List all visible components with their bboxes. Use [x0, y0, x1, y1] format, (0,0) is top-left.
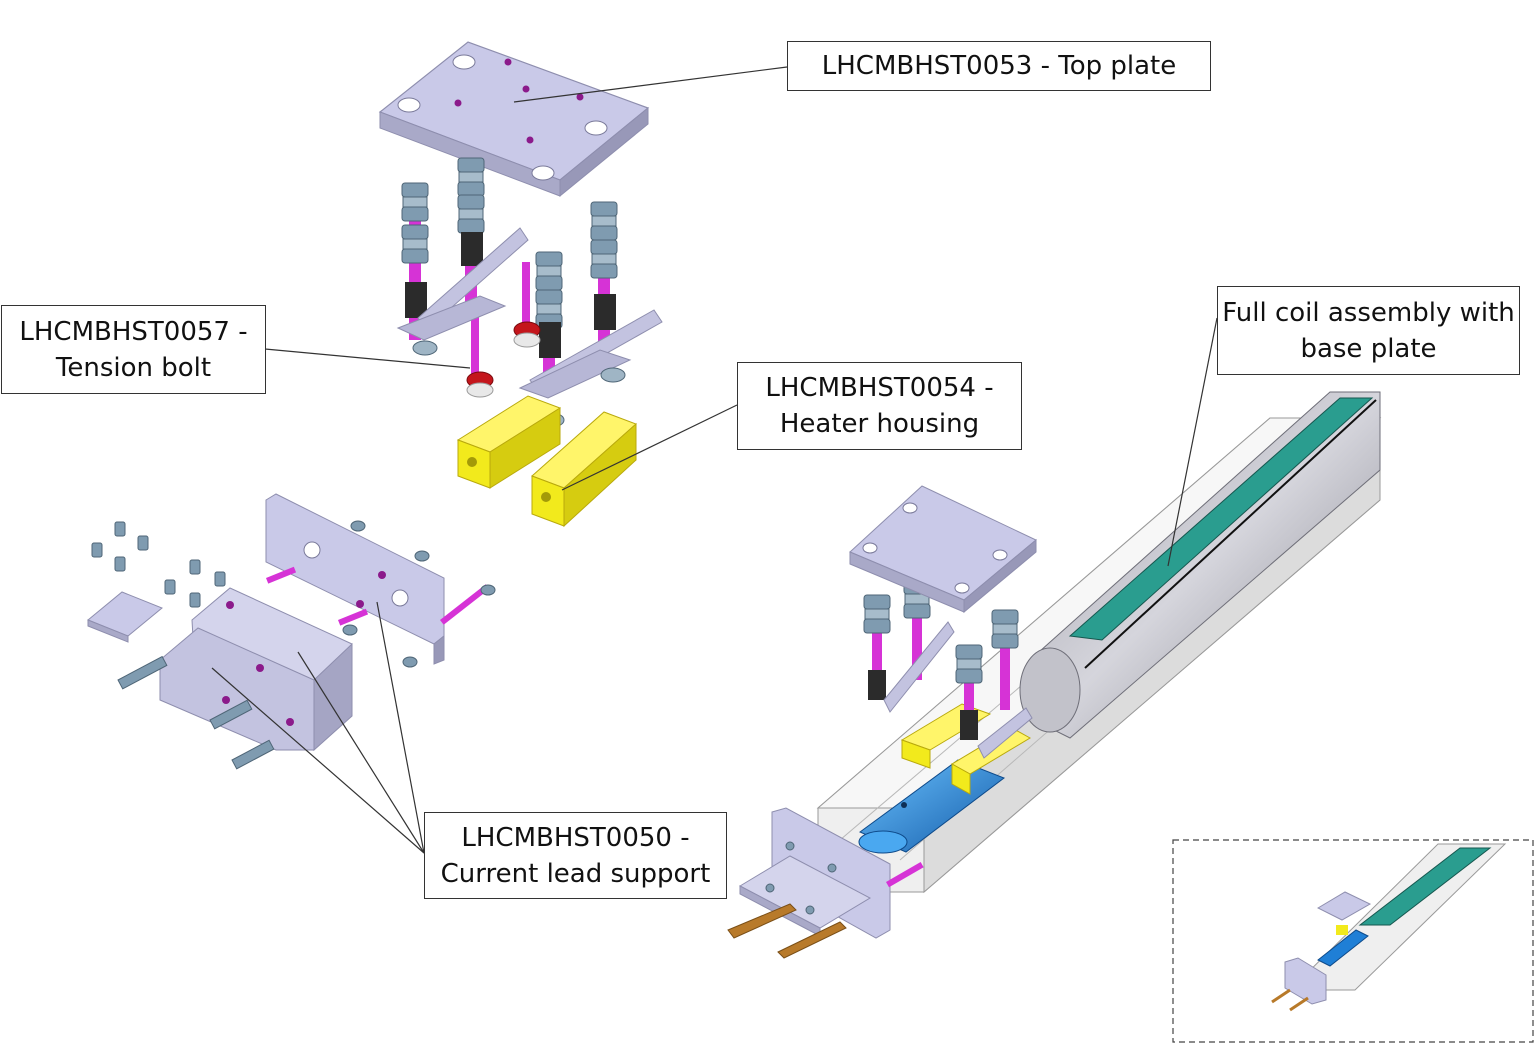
tension-bolt-label-line2: Tension bolt: [55, 352, 212, 383]
tension-bolt-label: LHCMBHST0057 - Tension bolt: [1, 305, 266, 394]
coil-assembly-label: Full coil assembly with base plate: [1217, 286, 1520, 375]
current-lead-support-label-line2: Current lead support: [440, 858, 711, 889]
assembled-top-plate: [849, 485, 1037, 614]
leader-lines: [211, 66, 1218, 854]
top-plate-label: LHCMBHST0053 - Top plate: [787, 41, 1211, 91]
angle-bracket: [159, 587, 353, 752]
coil: [1019, 391, 1381, 739]
end-plate: [265, 493, 445, 665]
lead-support-rods: [266, 520, 496, 668]
loose-screws: [91, 521, 226, 608]
top-exploded-assembly: [378, 41, 663, 528]
overview-inset: [1172, 839, 1534, 1043]
tension-brackets: [396, 227, 663, 399]
coil-assembly-label-line2: base plate: [1300, 333, 1437, 364]
heater-housing-label: LHCMBHST0054 - Heater housing: [737, 362, 1022, 450]
tension-rods: [401, 157, 618, 392]
current-lead-support-exploded: [87, 493, 496, 770]
small-cover-plate: [87, 591, 163, 643]
full-assembly: [727, 391, 1382, 959]
heater-housing-label-line2: Heater housing: [779, 409, 980, 439]
heater-housings: [456, 395, 637, 528]
current-lead-support-label-line1: LHCMBHST0050 -: [461, 822, 690, 853]
assembled-lead-support: [727, 807, 924, 959]
coil-assembly-label-line1: Full coil assembly with: [1222, 297, 1515, 328]
top-plate: [378, 41, 650, 198]
assembled-rods: [863, 579, 1033, 759]
tension-bolt-label-line1: LHCMBHST0057 -: [19, 316, 248, 347]
current-lead-support-label: LHCMBHST0050 - Current lead support: [424, 812, 727, 899]
top-plate-label-text: LHCMBHST0053 - Top plate: [821, 51, 1177, 81]
lead-support-bolts: [117, 655, 275, 770]
heater-housing-label-line1: LHCMBHST0054 -: [765, 373, 994, 403]
